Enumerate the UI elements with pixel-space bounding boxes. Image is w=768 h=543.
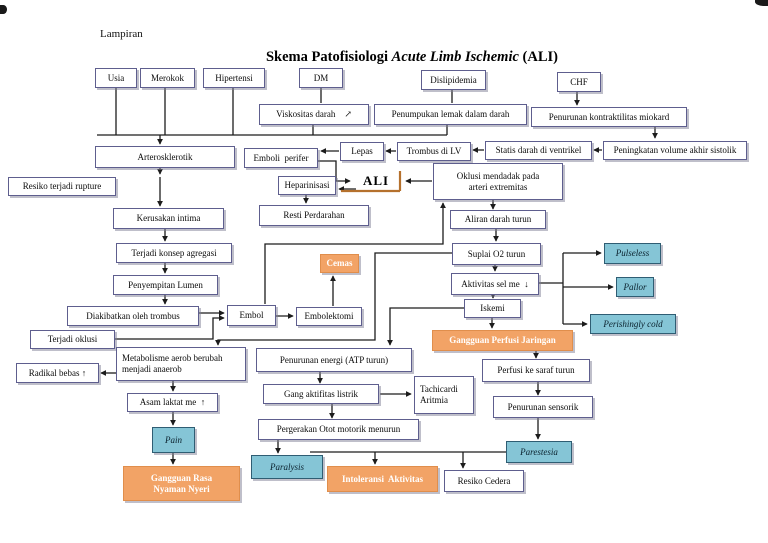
node-gangguan-rasa-nyaman: Gangguan Rasa Nyaman Nyeri (123, 466, 240, 501)
page-title: Skema Patofisiologi Acute Limb Ischemic … (56, 49, 768, 66)
node-iskemi: Iskemi (464, 299, 521, 318)
scan-artifact (755, 0, 768, 6)
node-penurunan-energi: Penurunan energi (ATP turun) (256, 348, 412, 372)
node-pain: Pain (152, 427, 195, 453)
node-viskositas-darah: Viskositas darah ↗ (259, 104, 369, 125)
node-peningkatan-volume: Peningkatan volume akhir sistolik (603, 141, 747, 160)
node-terjadi-konsep-agregasi: Terjadi konsep agregasi (116, 243, 232, 263)
title-italic: Acute Limb Ischemic (391, 49, 519, 65)
corner-label: Lampiran (100, 28, 143, 40)
title-suffix: (ALI) (518, 49, 558, 65)
node-asam-laktat: Asam laktat me ↑ (127, 393, 218, 412)
node-aliran-darah: Aliran darah turun (450, 210, 546, 229)
node-emboli-perifer: Emboli perifer (244, 148, 318, 168)
node-usia: Usia (95, 68, 137, 88)
node-trombus-di-lv: Trombus di LV (397, 142, 471, 161)
node-penyempitan-lumen: Penyempitan Lumen (113, 275, 218, 295)
node-paralysis: Paralysis (251, 455, 323, 479)
node-radikal-bebas: Radikal bebas ↑ (16, 363, 99, 383)
node-intoleransi-aktivitas: Intoleransi Aktivitas (327, 466, 438, 492)
node-penurunan-kontraktilitas: Penurunan kontraktilitas miokard (531, 107, 687, 127)
node-perfusi-saraf: Perfusi ke saraf turun (482, 359, 590, 382)
node-lepas: Lepas (340, 142, 384, 161)
node-penurunan-sensorik: Penurunan sensorik (493, 396, 593, 418)
node-embol: Embol (227, 305, 276, 326)
node-parestesia: Parestesia (506, 441, 572, 463)
node-ali: ALI (362, 172, 390, 188)
node-dislipidemia: Dislipidemia (421, 70, 486, 90)
title-prefix: Skema Patofisiologi (265, 49, 392, 65)
node-arterosklerotik: Arterosklerotik (95, 146, 235, 168)
node-gang-aktifitas-listrik: Gang aktifitas listrik (263, 384, 379, 404)
node-metabolisme-anaerob: Metabolisme aerob berubah menjadi anaero… (116, 347, 246, 381)
node-embolektomi: Embolektomi (296, 307, 362, 326)
node-tachicardi-aritmia: Tachicardi Aritmia (414, 376, 474, 414)
node-aktivitas-sel: Aktivitas sel me ↓ (451, 273, 539, 295)
node-dm: DM (299, 68, 343, 88)
node-penumpukan-lemak: Penumpukan lemak dalam darah (374, 104, 527, 125)
node-pergerakan-otot: Pergerakan Otot motorik menurun (258, 419, 419, 440)
node-resti-perdarahan: Resti Perdarahan (259, 205, 369, 226)
node-pulseless: Pulseless (604, 243, 661, 264)
node-diakibatkan-trombus: Diakibatkan oleh trombus (67, 306, 199, 326)
node-kerusakan-intima: Kerusakan intima (113, 208, 224, 229)
node-perishingly-cold: Perishingly cold (590, 314, 676, 334)
node-resiko-cedera: Resiko Cedera (444, 470, 524, 492)
node-pallor: Pallor (616, 277, 654, 297)
node-hipertensi: Hipertensi (203, 68, 265, 88)
node-suplai-o2: Suplai O2 turun (452, 243, 541, 265)
node-heparinisasi: Heparinisasi (278, 176, 336, 195)
node-statis-darah: Statis darah di ventrikel (485, 141, 592, 160)
node-terjadi-oklusi: Terjadi oklusi (30, 330, 115, 349)
node-cemas: Cemas (320, 254, 359, 273)
node-chf: CHF (557, 72, 601, 92)
node-gangguan-perfusi: Gangguan Perfusi Jaringan (432, 330, 573, 351)
scan-artifact (0, 5, 7, 14)
node-oklusi-mendadak: Oklusi mendadak pada arteri extremitas (433, 163, 563, 200)
node-resiko-rupture: Resiko terjadi rupture (8, 177, 116, 196)
node-merokok: Merokok (140, 68, 195, 88)
